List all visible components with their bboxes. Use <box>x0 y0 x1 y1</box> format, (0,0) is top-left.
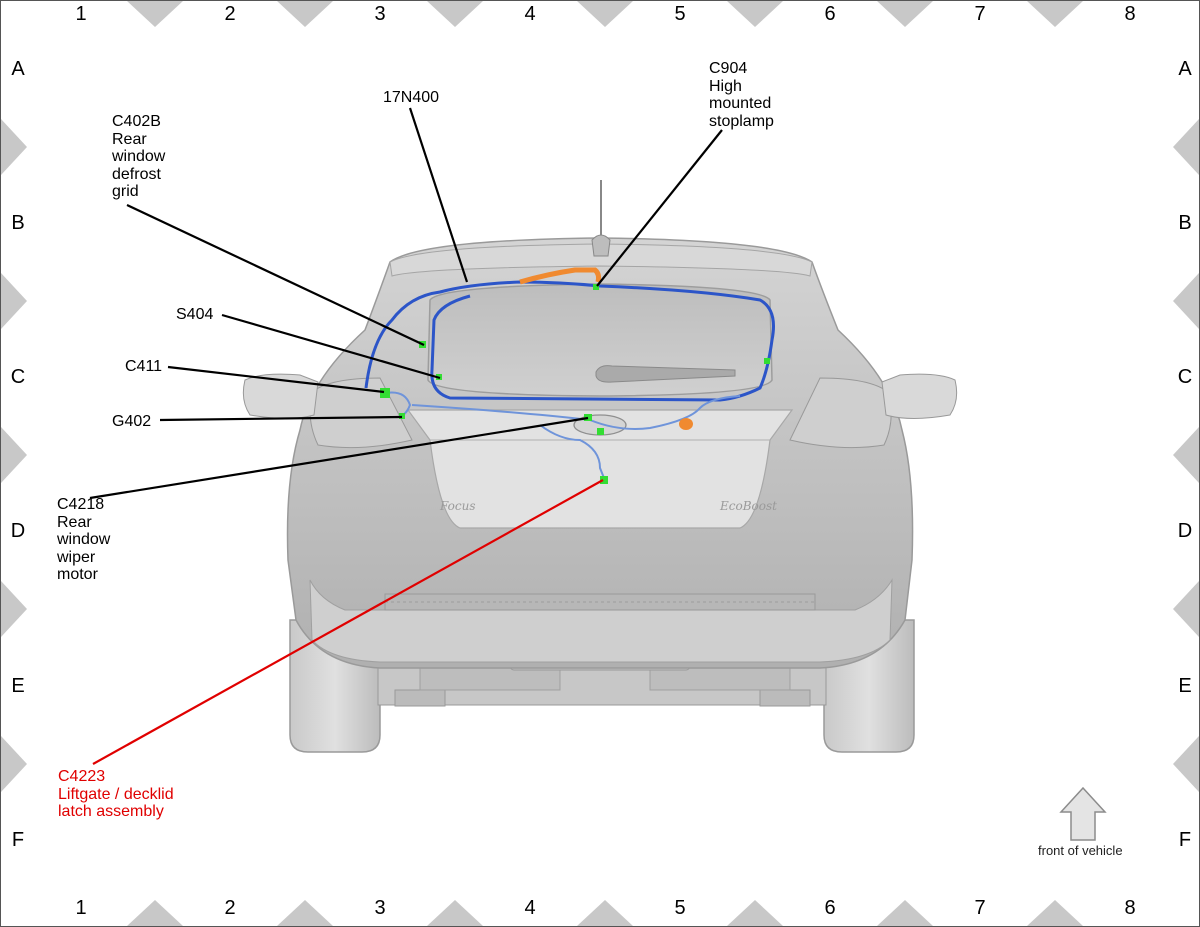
connector-c411-marker <box>380 388 390 398</box>
leader-17n400 <box>408 107 469 283</box>
grid-column-label-bottom: 2 <box>224 897 236 919</box>
harness-main-blue <box>364 280 775 402</box>
connector-g402-marker <box>399 413 405 419</box>
border-marker-top <box>727 1 783 27</box>
border-marker-top <box>877 1 933 27</box>
border-marker-bottom <box>877 900 933 926</box>
border-marker-left <box>1 736 27 792</box>
connector-right-marker <box>764 358 770 364</box>
grid-column-label-top: 7 <box>974 3 986 25</box>
grid-row-label-left: E <box>11 675 25 697</box>
border-marker-left <box>1 273 27 329</box>
grid-row-label-left: A <box>11 58 25 80</box>
border-marker-top <box>427 1 483 27</box>
border-marker-right <box>1173 119 1199 175</box>
grid-column-label-bottom: 7 <box>974 897 986 919</box>
leader-lines <box>89 107 723 765</box>
wiring-harness <box>364 267 775 484</box>
svg-text:Focus: Focus <box>439 499 476 513</box>
callout-c4218: C4218 Rear window wiper motor <box>57 496 111 583</box>
border-marker-right <box>1173 736 1199 792</box>
grid-column-label-top: 1 <box>75 3 87 25</box>
border-marker-top <box>277 1 333 27</box>
callout-s404: S404 <box>176 306 214 323</box>
border-marker-left <box>1 119 27 175</box>
border-marker-bottom <box>277 900 333 926</box>
callout-c411: C411 <box>125 358 163 375</box>
grid-column-label-top: 5 <box>674 3 686 25</box>
border-marker-left <box>1 427 27 483</box>
callout-c4223: C4223 Liftgate / decklid latch assembly <box>58 768 174 820</box>
grid-column-label-top: 3 <box>374 3 386 25</box>
grid-row-label-right: A <box>1178 58 1192 80</box>
grid-row-label-right: D <box>1177 520 1193 542</box>
connector-c4223-marker <box>600 476 608 484</box>
border-marker-bottom <box>577 900 633 926</box>
leader-c904 <box>596 129 723 287</box>
border-marker-bottom <box>1027 900 1083 926</box>
callout-c402b: C402B Rear window defrost grid <box>112 113 166 200</box>
front-of-vehicle-label: front of vehicle <box>1038 843 1123 858</box>
svg-text:EcoBoost: EcoBoost <box>719 499 777 513</box>
grid-column-label-top: 6 <box>824 3 836 25</box>
connector-orange <box>679 418 693 430</box>
grid-row-label-left: F <box>11 829 25 851</box>
grid-row-label-left: C <box>10 366 26 388</box>
leader-c4223 <box>92 479 604 765</box>
grid-row-label-left: D <box>10 520 26 542</box>
connector-c4218-marker <box>584 414 592 421</box>
grid-column-label-bottom: 3 <box>374 897 386 919</box>
grid-row-label-right: B <box>1178 212 1192 234</box>
border-marker-bottom <box>727 900 783 926</box>
grid-column-label-top: 8 <box>1124 3 1136 25</box>
leader-g402 <box>159 415 403 422</box>
grid-column-label-bottom: 4 <box>524 897 536 919</box>
connector-c904-marker <box>593 284 599 290</box>
harness-orange-section <box>519 267 602 285</box>
border-marker-right <box>1173 273 1199 329</box>
border-marker-top <box>1027 1 1083 27</box>
border-marker-bottom <box>127 900 183 926</box>
callout-17n400: 17N400 <box>383 89 440 106</box>
callout-g402: G402 <box>112 413 152 430</box>
border-marker-top <box>577 1 633 27</box>
grid-column-label-bottom: 6 <box>824 897 836 919</box>
grid-column-label-bottom: 1 <box>75 897 87 919</box>
leader-c4218 <box>89 416 589 500</box>
grid-row-label-right: F <box>1178 829 1192 851</box>
callout-c904: C904 High mounted stoplamp <box>709 60 774 130</box>
front-of-vehicle-arrow-icon <box>1059 786 1107 841</box>
border-marker-right <box>1173 427 1199 483</box>
grid-row-label-right: C <box>1177 366 1193 388</box>
leader-c402b <box>126 204 425 346</box>
grid-column-label-top: 4 <box>524 3 536 25</box>
connector-center-marker <box>597 428 604 435</box>
border-marker-right <box>1173 581 1199 637</box>
leader-c411 <box>167 365 385 394</box>
grid-row-label-left: B <box>11 212 25 234</box>
border-marker-left <box>1 581 27 637</box>
border-marker-bottom <box>427 900 483 926</box>
grid-row-label-right: E <box>1178 675 1192 697</box>
leader-s404 <box>221 313 441 380</box>
vehicle-rear-view: Focus EcoBoost <box>242 180 958 753</box>
grid-column-label-bottom: 5 <box>674 897 686 919</box>
grid-column-label-bottom: 8 <box>1124 897 1136 919</box>
grid-column-label-top: 2 <box>224 3 236 25</box>
border-marker-top <box>127 1 183 27</box>
